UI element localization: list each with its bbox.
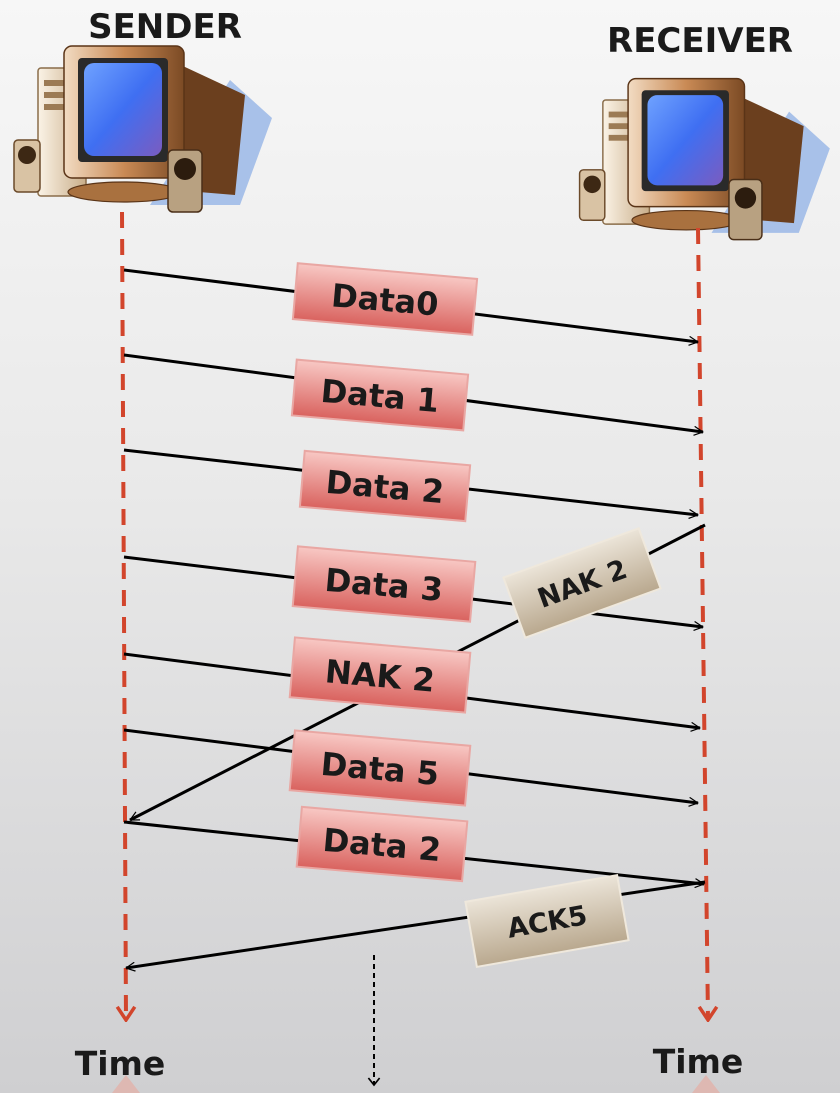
message-box-data0: Data0 — [291, 262, 479, 336]
message-box-data5: Data 5 — [288, 729, 472, 807]
message-label: Data0 — [330, 276, 440, 323]
sender-computer-icon — [13, 45, 273, 213]
sender-time-reflection — [112, 1075, 140, 1093]
message-box-data2: Data 2 — [298, 449, 472, 523]
message-box-ack5: ACK5 — [464, 873, 630, 969]
message-box-data1: Data 1 — [290, 358, 470, 432]
message-box-data4: NAK 2 — [288, 636, 472, 714]
receiver-computer-icon — [578, 77, 831, 241]
message-box-data2-resend: Data 2 — [295, 805, 469, 883]
sender-timeline — [122, 211, 126, 1020]
sender-time-label: Time — [75, 1044, 166, 1083]
sender-title: SENDER — [88, 7, 242, 47]
receiver-time-reflection — [692, 1075, 720, 1093]
receiver-timeline — [696, 227, 708, 1020]
message-box-data3: Data 3 — [291, 545, 477, 623]
receiver-title: RECEIVER — [607, 21, 793, 61]
receiver-time-label: Time — [653, 1042, 744, 1081]
message-box-nak2: NAK 2 — [502, 527, 662, 639]
